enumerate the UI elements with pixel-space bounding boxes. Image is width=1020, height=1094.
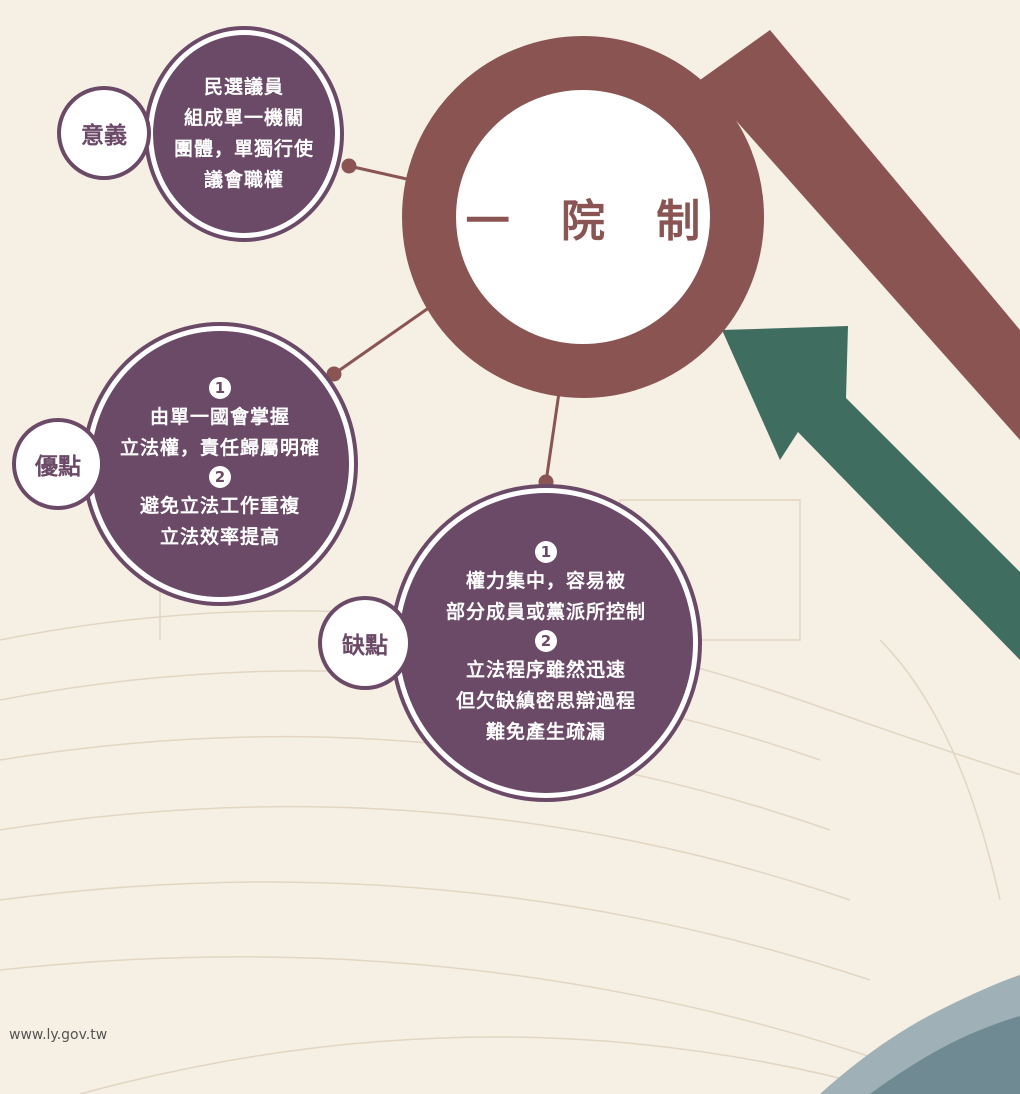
connector-dot-pros xyxy=(326,366,342,382)
maroon-diagonal-band xyxy=(700,30,1020,440)
meaning-tag: 意義 xyxy=(57,86,151,180)
meaning-line-2: 組成單一機關 xyxy=(183,107,304,129)
pros-number-2: 2 xyxy=(209,466,231,488)
cons-item2-line-1: 立法程序雖然迅速 xyxy=(465,658,626,681)
pros-item1-line-1: 由單一國會掌握 xyxy=(149,406,290,428)
pros-item1-line-2: 立法權，責任歸屬明確 xyxy=(119,437,320,459)
cons-item1-line-1: 權力集中，容易被 xyxy=(465,569,626,592)
meaning-bubble: 民選議員 組成單一機關 團體，單獨行使 議會職權 xyxy=(148,30,340,238)
cons-number-2: 2 xyxy=(535,629,557,652)
main-title-ring: 一 院 制 xyxy=(402,36,764,398)
cons-tag-label: 缺點 xyxy=(342,633,388,659)
connector-dot-cons xyxy=(538,474,554,490)
meaning-tag-label: 意義 xyxy=(81,123,127,149)
footer-url: www.ly.gov.tw xyxy=(9,1027,108,1043)
cons-item2-line-2: 但欠缺縝密思辯過程 xyxy=(455,689,636,712)
meaning-line-4: 議會職權 xyxy=(203,169,284,191)
connector-pros xyxy=(333,298,441,376)
pros-tag: 優點 xyxy=(12,418,104,510)
pros-tag-label: 優點 xyxy=(35,454,81,480)
cons-tag: 缺點 xyxy=(318,596,412,690)
connector-dot-meaning xyxy=(341,158,357,174)
main-title: 一 院 制 xyxy=(465,196,719,247)
pros-number-1: 1 xyxy=(209,377,231,399)
cons-item2-line-3: 難免產生疏漏 xyxy=(485,720,606,743)
green-arrow-icon xyxy=(722,326,1020,660)
pros-item2-line-1: 避免立法工作重複 xyxy=(139,495,300,517)
pros-bubble: 1 由單一國會掌握 立法權，責任歸屬明確 2 避免立法工作重複 立法效率提高 xyxy=(86,326,354,602)
teal-wave-dark xyxy=(870,1016,1020,1094)
meaning-line-3: 團體，單獨行使 xyxy=(173,138,314,160)
cons-bubble: 1 權力集中，容易被 部分成員或黨派所控制 2 立法程序雖然迅速 但欠缺縝密思辯… xyxy=(394,488,698,798)
cons-number-1: 1 xyxy=(535,540,557,563)
cons-item1-line-2: 部分成員或黨派所控制 xyxy=(445,600,646,623)
meaning-line-1: 民選議員 xyxy=(203,76,284,98)
pros-item2-line-2: 立法效率提高 xyxy=(159,526,280,548)
